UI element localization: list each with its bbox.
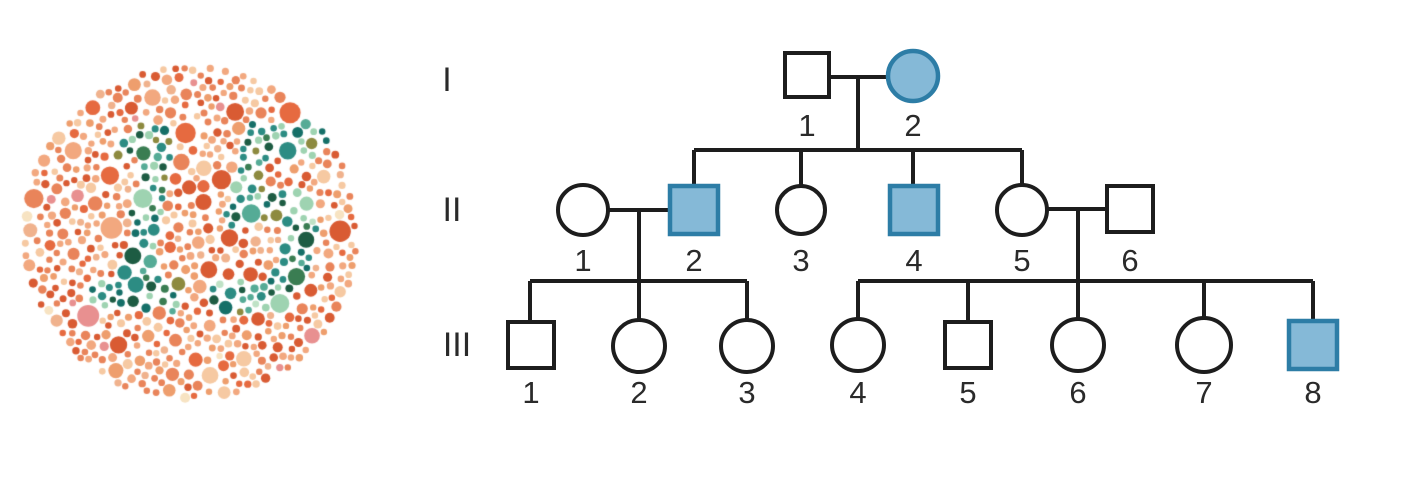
individual-III-6-circle	[1050, 317, 1106, 373]
individual-III-3-circle	[719, 318, 775, 374]
individual-II-1-circle	[556, 183, 610, 237]
individual-I-1-square	[783, 51, 831, 99]
individual-number-label: 1	[798, 108, 815, 143]
individual-II-2-affected-square	[667, 183, 721, 237]
individual-number-label: 2	[685, 243, 702, 278]
individual-III-2-circle	[611, 318, 667, 374]
individual-III-4-circle	[830, 317, 886, 373]
individual-number-label: 5	[959, 375, 976, 410]
individual-number-label: 2	[904, 108, 921, 143]
generation-label: III	[443, 326, 471, 364]
individual-number-label: 3	[738, 375, 755, 410]
individual-number-label: 1	[522, 375, 539, 410]
individual-number-label: 3	[792, 243, 809, 278]
individual-II-5-circle	[995, 183, 1049, 237]
individual-number-label: 4	[905, 243, 922, 278]
individual-number-label: 6	[1121, 243, 1138, 278]
individual-II-3-circle	[775, 184, 827, 236]
individual-number-label: 5	[1013, 243, 1030, 278]
individual-II-4-affected-square	[887, 183, 941, 237]
generation-label: I	[442, 61, 451, 99]
individual-number-label: 6	[1069, 375, 1086, 410]
individual-II-6-square	[1105, 184, 1155, 234]
individual-III-8-affected-square	[1286, 318, 1340, 372]
individual-III-5-square	[943, 320, 993, 370]
individual-number-label: 2	[630, 375, 647, 410]
individual-number-label: 1	[574, 243, 591, 278]
individual-I-2-affected-circle	[885, 48, 941, 104]
generation-label: II	[443, 191, 462, 229]
individual-number-label: 4	[849, 375, 866, 410]
individual-number-label: 8	[1304, 375, 1321, 410]
ishihara-plate	[0, 40, 380, 430]
individual-III-1-square	[506, 320, 556, 370]
individual-III-7-circle	[1175, 316, 1233, 374]
individual-number-label: 7	[1195, 375, 1212, 410]
